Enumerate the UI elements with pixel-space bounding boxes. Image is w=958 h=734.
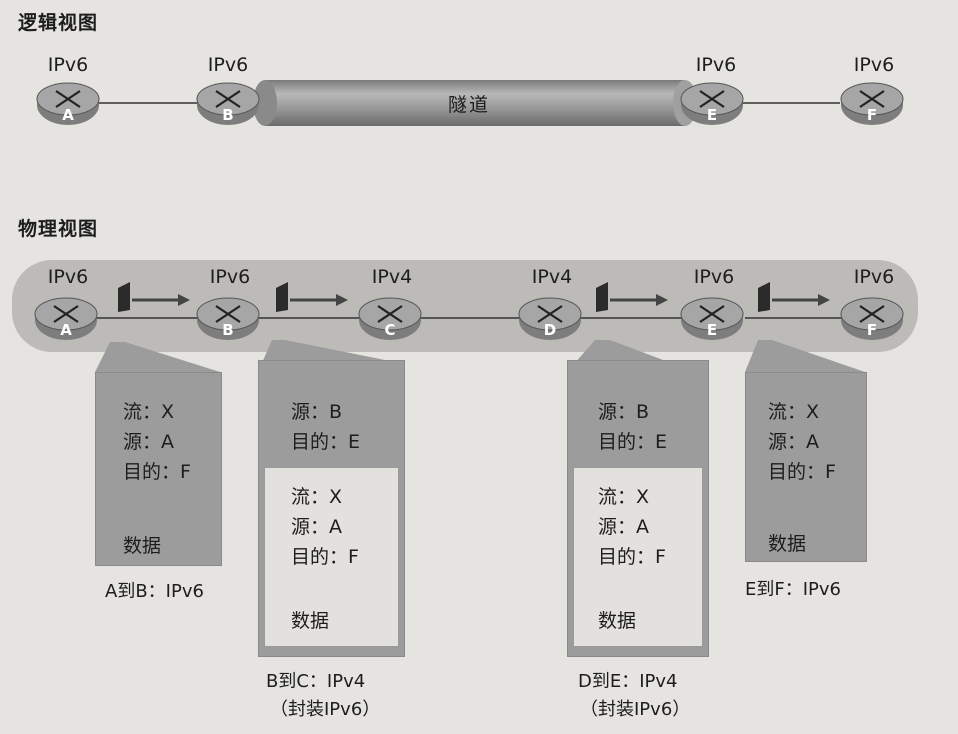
router-letter: B xyxy=(222,106,233,124)
router-letter: D xyxy=(544,321,556,339)
packet-data: 数据 xyxy=(123,535,162,557)
physical-router-c-proto: IPv4 xyxy=(371,266,413,288)
packet-outer-field: 目的：E xyxy=(598,431,668,453)
router-d-icon: D xyxy=(518,295,582,341)
packet-field: 目的：F xyxy=(768,461,836,483)
packet-field: 目的：F xyxy=(123,461,191,483)
router-f-icon: F xyxy=(840,80,904,126)
router-b-icon: B xyxy=(196,295,260,341)
router-e-icon: E xyxy=(680,295,744,341)
packet-caption-note: （封装IPv6） xyxy=(580,699,691,720)
router-letter: E xyxy=(707,321,717,339)
packet-field: 源：A xyxy=(768,431,819,453)
logical-view-title: 逻辑视图 xyxy=(18,12,99,34)
flow-arrow-3 xyxy=(596,282,668,312)
packet-inner-field: 源：A xyxy=(598,516,649,538)
encapsulated-ipv6-packet: 流：X 源：A 目的：F 数据 xyxy=(264,467,399,647)
packet-outer-field: 源：B xyxy=(291,401,343,423)
packet-inner-field: 流：X xyxy=(598,486,650,508)
packet-field: 源：A xyxy=(123,431,174,453)
router-f-icon: F xyxy=(840,295,904,341)
logical-router-f-proto: IPv6 xyxy=(853,54,895,76)
logical-router-b-proto: IPv6 xyxy=(207,54,249,76)
physical-band xyxy=(12,260,918,352)
packet-inner-field: 源：A xyxy=(291,516,342,538)
encapsulated-ipv6-packet: 流：X 源：A 目的：F 数据 xyxy=(573,467,703,647)
router-letter: B xyxy=(222,321,233,339)
packet-data: 数据 xyxy=(768,533,807,555)
physical-router-d-proto: IPv4 xyxy=(531,266,573,288)
packet-inner-field: 目的：F xyxy=(598,546,666,568)
tunnel-pipe xyxy=(253,80,697,126)
router-e-icon: E xyxy=(680,80,744,126)
flow-arrow-2 xyxy=(276,282,348,312)
packet-data: 数据 xyxy=(598,610,637,632)
packet-inner-field: 目的：F xyxy=(291,546,359,568)
flow-arrow-4 xyxy=(758,282,830,312)
packet-d-to-e: 源：B 目的：E 流：X 源：A 目的：F 数据 xyxy=(567,360,709,657)
physical-router-e-proto: IPv6 xyxy=(693,266,735,288)
flow-arrow-1 xyxy=(118,282,190,312)
router-letter: E xyxy=(707,106,717,124)
packet-caption: E到F：IPv6 xyxy=(745,579,841,600)
physical-router-f-proto: IPv6 xyxy=(853,266,895,288)
packet-b-to-c: 源：B 目的：E 流：X 源：A 目的：F 数据 xyxy=(258,360,405,657)
packet-caption: A到B：IPv6 xyxy=(105,581,204,602)
physical-view-title: 物理视图 xyxy=(18,218,99,240)
packet-e-to-f: 流：X 源：A 目的：F 数据 xyxy=(745,372,867,562)
router-letter: F xyxy=(867,321,877,339)
tunnel-label: 隧道 xyxy=(448,94,491,116)
physical-router-a-proto: IPv6 xyxy=(47,266,89,288)
logical-router-e-proto: IPv6 xyxy=(695,54,737,76)
packet-field: 流：X xyxy=(768,401,820,423)
packet-a-to-b: 流：X 源：A 目的：F 数据 xyxy=(95,372,222,566)
packet-caption-note: （封装IPv6） xyxy=(270,699,381,720)
logical-router-a-proto: IPv6 xyxy=(47,54,89,76)
router-c-icon: C xyxy=(358,295,422,341)
router-a-icon: A xyxy=(36,80,100,126)
packet-connector-4 xyxy=(745,340,865,372)
packet-field: 流：X xyxy=(123,401,175,423)
router-letter: F xyxy=(867,106,877,124)
router-a-icon: A xyxy=(34,295,98,341)
packet-outer-field: 源：B xyxy=(598,401,650,423)
packet-caption: B到C：IPv4 xyxy=(266,671,366,692)
packet-connector-1 xyxy=(95,342,220,372)
packet-inner-field: 流：X xyxy=(291,486,343,508)
packet-caption: D到E：IPv4 xyxy=(578,671,678,692)
router-letter: A xyxy=(60,321,72,339)
packet-data: 数据 xyxy=(291,610,330,632)
router-letter: A xyxy=(62,106,74,124)
physical-router-b-proto: IPv6 xyxy=(209,266,251,288)
router-b-icon: B xyxy=(196,80,260,126)
packet-outer-field: 目的：E xyxy=(291,431,361,453)
router-letter: C xyxy=(384,321,395,339)
